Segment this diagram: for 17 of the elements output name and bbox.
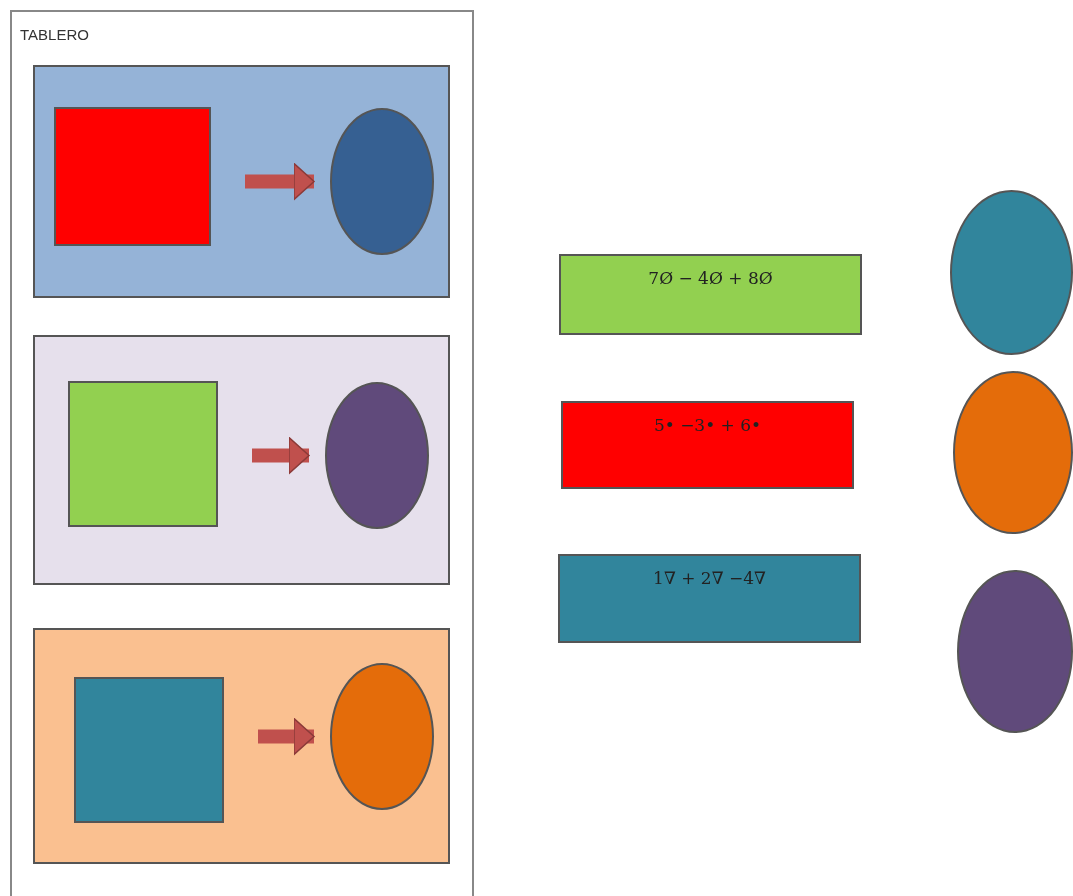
expression-card — [559, 254, 862, 335]
row-panel — [33, 628, 450, 864]
expression-text: 5• −3• + 6• — [653, 415, 762, 435]
square-shape — [74, 677, 224, 823]
board-panel — [10, 10, 474, 896]
board-title: TABLERO — [20, 26, 89, 43]
block-arrow — [258, 717, 315, 756]
row-panel — [33, 335, 450, 585]
expression-text: 1∇ + 2∇ −4∇ — [653, 568, 766, 588]
block-arrow — [252, 436, 310, 475]
block-arrow — [245, 162, 315, 201]
square-shape — [54, 107, 211, 246]
expression-text: 7Ø − 4Ø + 8Ø — [648, 268, 773, 288]
expression-card — [561, 401, 854, 489]
row-panel — [33, 65, 450, 298]
square-shape — [68, 381, 218, 527]
expression-card — [558, 554, 861, 643]
